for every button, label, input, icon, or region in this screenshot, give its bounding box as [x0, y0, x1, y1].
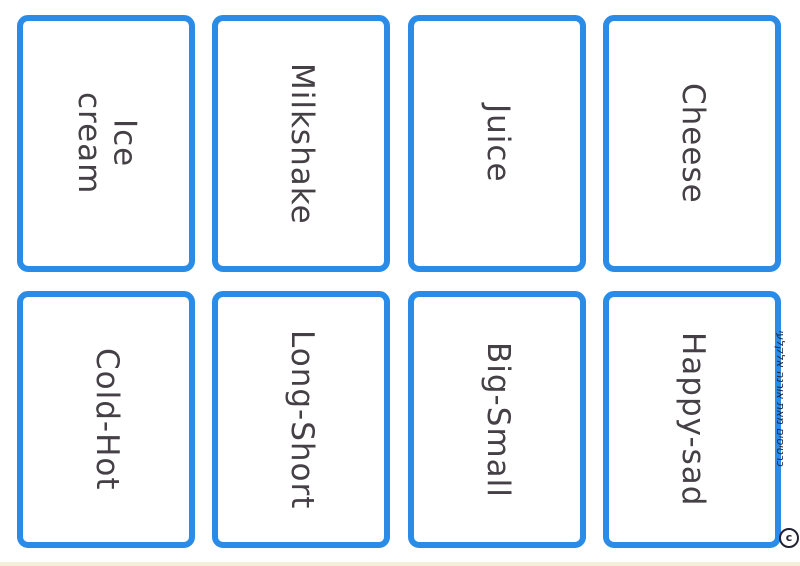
footer-strip — [0, 562, 800, 566]
card-word: Milkshake — [283, 62, 320, 225]
card-word: Big-Small — [479, 341, 516, 498]
copyright-icon: c — [779, 528, 799, 548]
card-long-short: Long-Short — [212, 291, 390, 548]
card-word: Ice cream — [71, 92, 143, 195]
card-word: Happy-sad — [674, 332, 711, 507]
card-happy-sad: Happy-sad — [603, 291, 781, 548]
card-word: Juice — [479, 104, 516, 183]
card-word: Cheese — [674, 83, 711, 204]
card-big-small: Big-Small — [408, 291, 586, 548]
card-word: Long-Short — [283, 329, 320, 510]
card-ice-cream: Ice cream — [17, 15, 195, 272]
card-milkshake: Milkshake — [212, 15, 390, 272]
card-word: Cold-Hot — [88, 348, 125, 491]
card-cold-hot: Cold-Hot — [17, 291, 195, 548]
card-juice: Juice — [408, 15, 586, 272]
credit-text: כרטיסים מאת אורנה אלקלעי — [774, 330, 787, 467]
card-cheese: Cheese — [603, 15, 781, 272]
